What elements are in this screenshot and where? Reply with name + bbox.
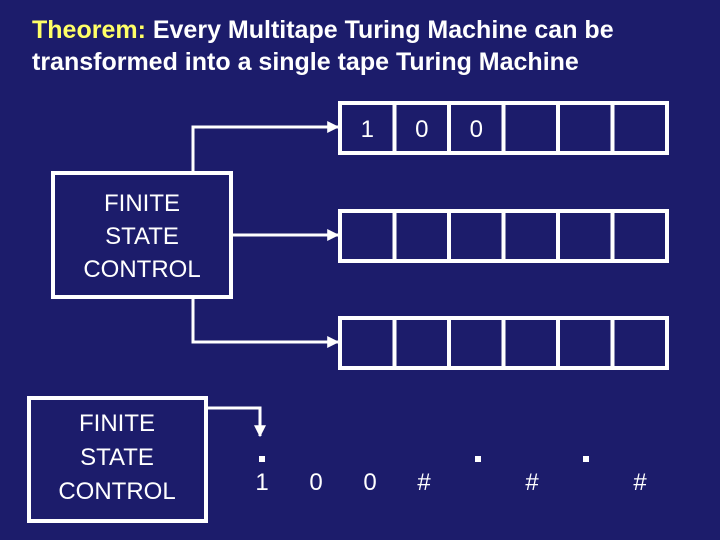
tape-cell [556, 101, 615, 155]
tape-cell [501, 209, 560, 263]
single-tape: 1 0 0 # # # [255, 456, 647, 496]
head-position-dot [475, 456, 481, 462]
theorem-keyword: Theorem: [32, 16, 146, 44]
tape-cell [610, 316, 669, 370]
tape-symbol: 1 [361, 116, 374, 143]
single-tape-control: FINITE STATE CONTROL [27, 396, 208, 523]
single-tape-head-arrow [206, 406, 266, 438]
single-tape-control-line-1: FINITE [79, 410, 155, 437]
multitape-control-line-1: FINITE [104, 190, 180, 217]
single-tape-symbol: # [525, 469, 539, 496]
single-tape-control-box [27, 396, 208, 523]
multitape-control-line-2: STATE [105, 223, 179, 250]
tape-cell [501, 316, 560, 370]
multitape-tapes: 1 0 0 [338, 101, 669, 370]
page-title: Theorem: Every Multitape Turing Machine … [32, 14, 712, 78]
tape-cell [338, 209, 397, 263]
tape-cell [556, 316, 615, 370]
tape-cell [556, 209, 615, 263]
tape-symbol: 0 [470, 116, 483, 143]
single-tape-symbol: # [633, 469, 647, 496]
tape-cell [447, 316, 506, 370]
tape-cell [610, 101, 669, 155]
tape-1: 1 0 0 [338, 101, 669, 155]
tape-2 [338, 209, 669, 263]
tape-symbol: 0 [415, 116, 428, 143]
theorem-statement: Every Multitape Turing Machine can be tr… [32, 16, 614, 76]
head-position-dot [583, 456, 589, 462]
tape-3-head-arrow [191, 297, 340, 348]
tape-cell [392, 209, 451, 263]
head-position-dot [259, 456, 265, 462]
tape-3 [338, 316, 669, 370]
multitape-control-line-3: CONTROL [83, 256, 200, 283]
tape-cell [447, 209, 506, 263]
single-tape-control-line-2: STATE [80, 444, 154, 471]
tape-cell [338, 316, 397, 370]
multitape-head-connectors [191, 121, 340, 348]
single-tape-control-line-3: CONTROL [58, 478, 175, 505]
tape-cell [610, 209, 669, 263]
single-tape-symbol: 0 [363, 469, 376, 496]
tape-cell [501, 101, 560, 155]
single-tape-symbol: 0 [309, 469, 322, 496]
tape-1-head-arrow [191, 121, 340, 173]
multitape-control: FINITE STATE CONTROL [51, 171, 233, 299]
single-tape-symbol: 1 [255, 469, 268, 496]
tape-cell [392, 316, 451, 370]
single-tape-symbol: # [417, 469, 431, 496]
